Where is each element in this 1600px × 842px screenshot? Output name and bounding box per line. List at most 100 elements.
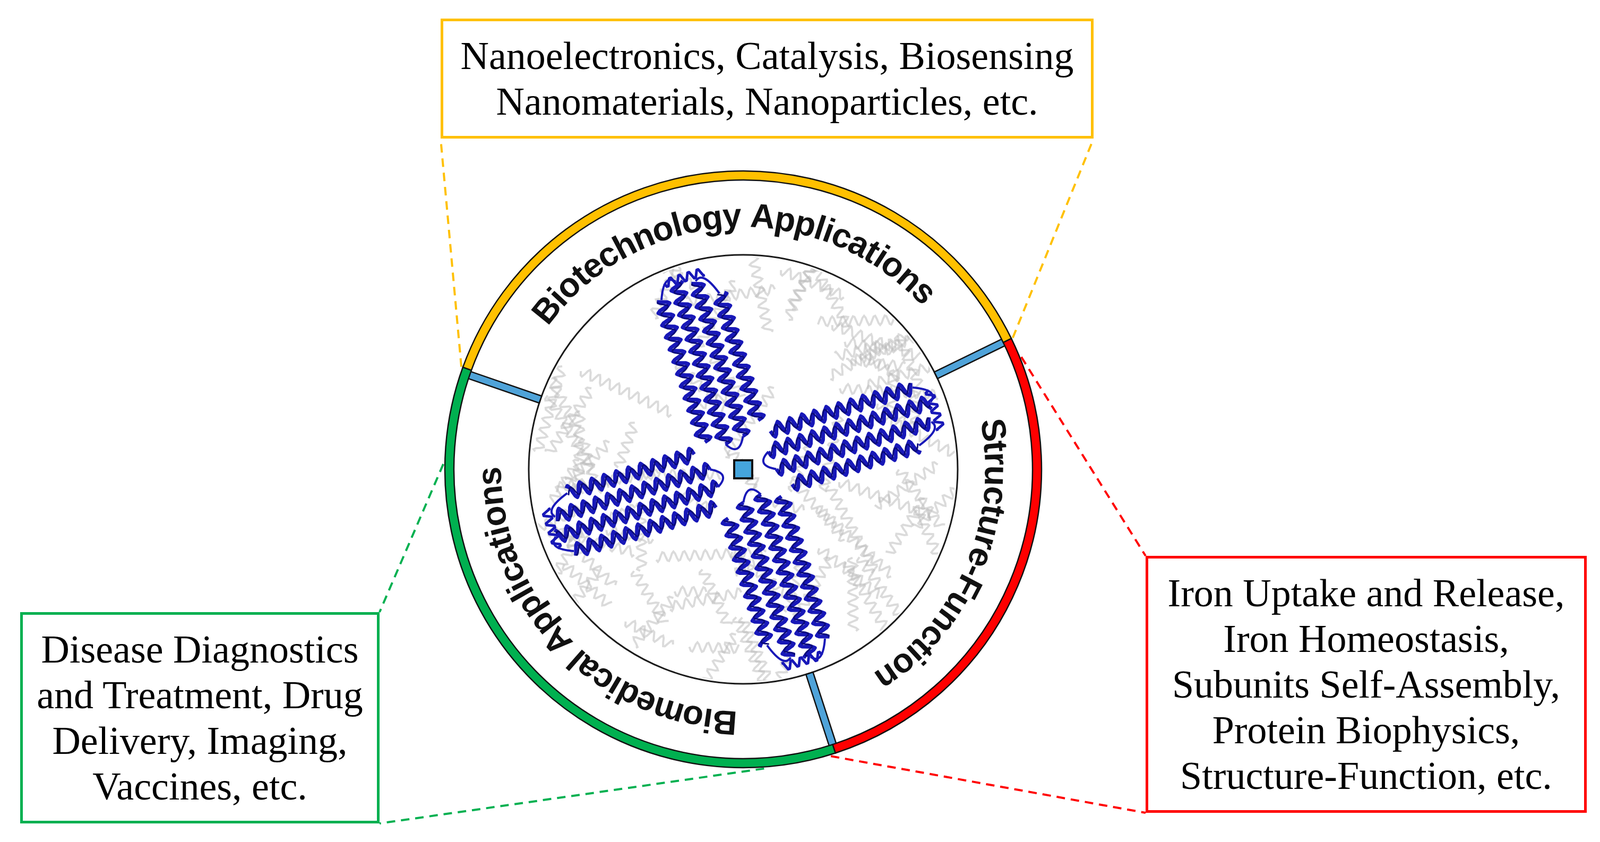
ribbon-helix [717,294,763,419]
ribbon-helix [792,441,920,490]
background-helix [859,353,899,381]
ring-segment: Biotechnology Applications [435,161,1052,778]
ring-letter: B [710,704,738,741]
background-helix [614,422,637,468]
ring-letter: o [678,699,707,737]
ring-segment: Structure-Function [435,161,1052,778]
ring-letter [741,198,751,233]
protein-disc [528,254,958,684]
ring-letter: l [505,581,540,607]
ring-letter: t [907,631,940,664]
ring-letter: e [961,543,1001,573]
ring-letter: i [700,702,716,738]
leader-line [1012,138,1094,338]
ring-letter: c [492,557,531,589]
background-helix [780,268,844,300]
leader-line [379,463,444,613]
ring-letter: n [890,258,929,298]
leader-line [830,755,1146,813]
ring-letter: r [967,531,1004,554]
inner-circle [528,254,958,684]
ribbon-helix [793,443,918,489]
ring-letter: p [522,605,563,643]
ring-letter: c [584,660,619,700]
ring-label: Biotechnology Applications [435,161,1052,778]
ring-letter: o [677,202,705,240]
text-box: Iron Uptake and Release, Iron Homeostasi… [1145,555,1587,813]
background-helix [826,485,877,574]
ring-segment: Biomedical Applications [435,161,1052,778]
ring-letter: A [536,621,578,662]
leader-line [440,138,462,367]
ring-letter: i [900,639,932,672]
ring-letter: p [791,204,821,243]
ring-letter: o [475,503,513,530]
ring-arc [832,338,1042,754]
background-helix [727,449,759,489]
ribbon-helix [568,449,693,495]
ring-letter: i [479,522,515,540]
ring-letter: s [905,272,944,311]
box-text: Disease Diagnostics and Treatment, Drug … [33,626,367,810]
ring-letter: u [979,465,1014,487]
ring-letter: l [810,209,830,245]
ring-letter: a [842,224,876,263]
ring-letter: h [607,225,642,265]
ring-segment-shape [435,161,1052,778]
box-text: Iron Uptake and Release, Iron Homeostasi… [1158,570,1574,799]
ring-letter: t [482,530,518,552]
ring-letter: u [938,586,978,623]
ring-letter: c [590,235,625,275]
ring-letter: S [975,415,1013,444]
ring-letter: i [868,239,896,273]
ring-letter: g [699,199,725,236]
ring-label: Biomedical Applications [435,161,1052,778]
ribbon-helix [566,448,695,498]
ring-arc [444,367,836,768]
ring-letter: e [573,246,610,286]
leader-line [1021,356,1146,556]
ring-letter: i [819,212,840,248]
ring-letter: B [525,289,567,330]
background-helix [912,473,972,528]
ring-letter: c [827,216,858,256]
ring-letter: u [971,512,1010,540]
leader-line [379,768,764,824]
ring-letter: n [926,603,967,641]
background-helix [874,462,939,509]
ribbon-helix [781,651,823,670]
center-square [734,460,753,479]
ring-letter: a [568,649,605,688]
ring-letter: o [548,266,587,306]
ring-letter: p [510,589,550,626]
ring-separator [463,370,542,403]
ring-letter: n [472,484,510,509]
ring-letter: - [957,560,994,584]
ring-separator [805,672,838,751]
ring-letter: s [472,466,507,487]
text-box: Disease Diagnostics and Treatment, Drug … [20,612,380,824]
ribbon-helix [925,390,944,432]
ring-letter: e [629,683,661,723]
ring-letter: o [885,645,924,685]
background-helix [674,586,707,597]
ring-letter: i [600,670,627,705]
ribbon-helix [722,518,772,647]
ring-letter: A [749,198,777,235]
ring-letter: i [500,573,536,598]
ribbon-helix [664,269,705,287]
ring-letter: l [561,643,591,676]
ring-letter [553,638,584,670]
ring-letter: a [485,540,524,571]
background-helix [633,596,674,648]
ring-letter: c [977,484,1014,507]
ring-segment-shape [435,161,1052,778]
ribbon-helix [543,507,561,549]
ring-letter: F [948,569,989,604]
ring-letter: o [647,209,678,248]
ring-letter: n [870,657,907,698]
ring-separator [934,337,1010,379]
ring-letter: t [564,258,596,292]
